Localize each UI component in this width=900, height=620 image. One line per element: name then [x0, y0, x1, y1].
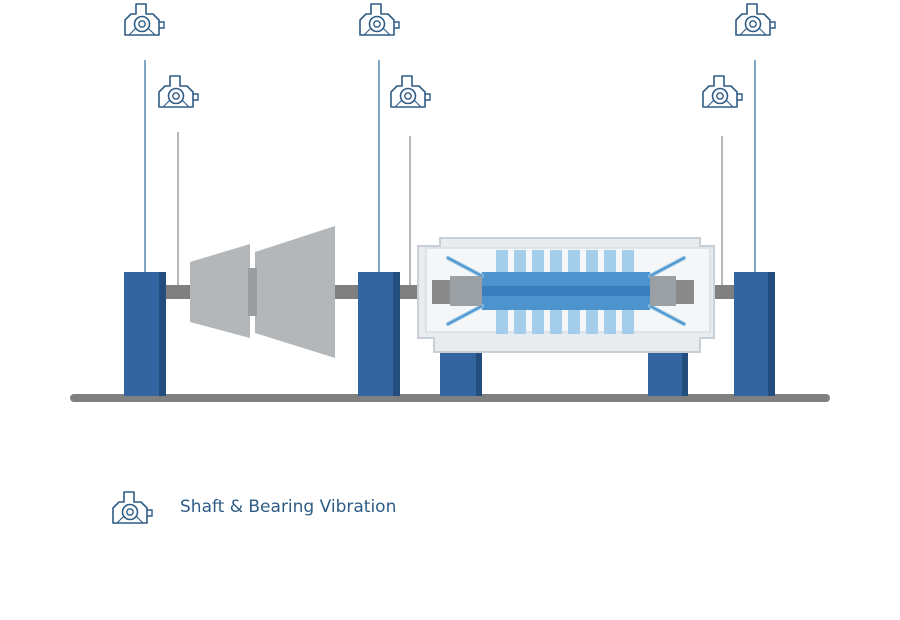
vibration-sensor-icon — [735, 3, 776, 36]
vibration-sensor-icon — [390, 75, 431, 108]
bearing-pedestals — [124, 272, 775, 396]
turbine-stage-low — [190, 244, 250, 338]
generator-foot-right — [648, 350, 688, 396]
turbine-stage-high — [255, 226, 335, 358]
turbine — [190, 226, 335, 358]
sensor-group — [124, 3, 776, 108]
sensor-cables — [144, 60, 756, 286]
vibration-sensor-icon — [702, 75, 743, 108]
vibration-sensor-icon — [158, 75, 199, 108]
generator-foot-left — [440, 350, 482, 396]
legend-label: Shaft & Bearing Vibration — [180, 497, 397, 517]
generator — [417, 237, 715, 396]
vibration-sensor-icon — [359, 3, 400, 36]
vibration-sensor-icon — [124, 3, 165, 36]
vibration-sensor-icon — [112, 491, 153, 524]
